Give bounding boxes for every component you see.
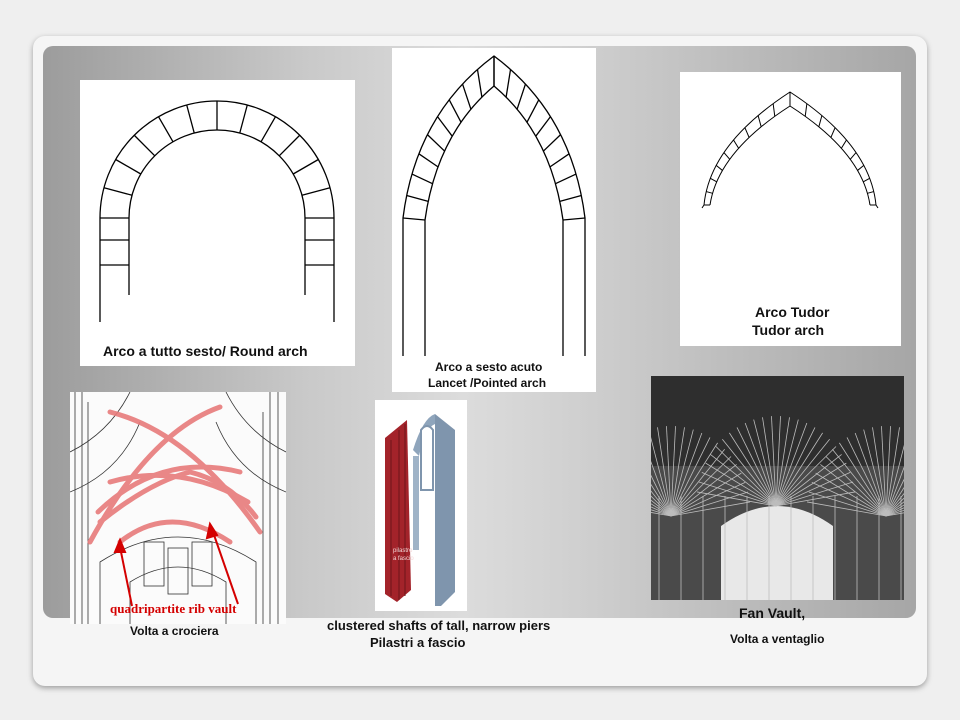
- tudor-arch-caption-it: Arco Tudor: [755, 304, 830, 320]
- piers-caption-en: clustered shafts of tall, narrow piers: [327, 618, 551, 633]
- piers-caption-it: Pilastri a fascio: [370, 635, 466, 650]
- svg-text:pilastro: pilastro: [393, 548, 413, 554]
- fan-vault-caption-en: Fan Vault,: [739, 605, 806, 621]
- fan-vault-image: [651, 376, 904, 600]
- round-arch-drawing: [99, 100, 335, 322]
- rib-vault-caption: Volta a crociera: [130, 624, 219, 638]
- svg-text:a fascio: a fascio: [393, 556, 414, 562]
- fan-vault-caption-it: Volta a ventaglio: [730, 632, 825, 646]
- round-arch-caption: Arco a tutto sesto/ Round arch: [103, 343, 308, 359]
- pointed-arch-drawing: [402, 55, 586, 356]
- tudor-arch-drawing: [701, 91, 879, 209]
- round-arch-card: [80, 80, 355, 366]
- pointed-arch-card: [392, 48, 596, 392]
- svg-text:quadripartite rib vault: quadripartite rib vault: [110, 601, 237, 616]
- pointed-arch-caption-en: Lancet /Pointed arch: [428, 376, 547, 390]
- pointed-arch-caption-it: Arco a sesto acuto: [435, 360, 543, 374]
- tudor-arch-card: [680, 72, 901, 346]
- piers-image: pilastro a fascio: [375, 400, 467, 611]
- tudor-arch-caption-en: Tudor arch: [752, 322, 825, 338]
- rib-vault-image: quadripartite rib vault: [70, 392, 286, 624]
